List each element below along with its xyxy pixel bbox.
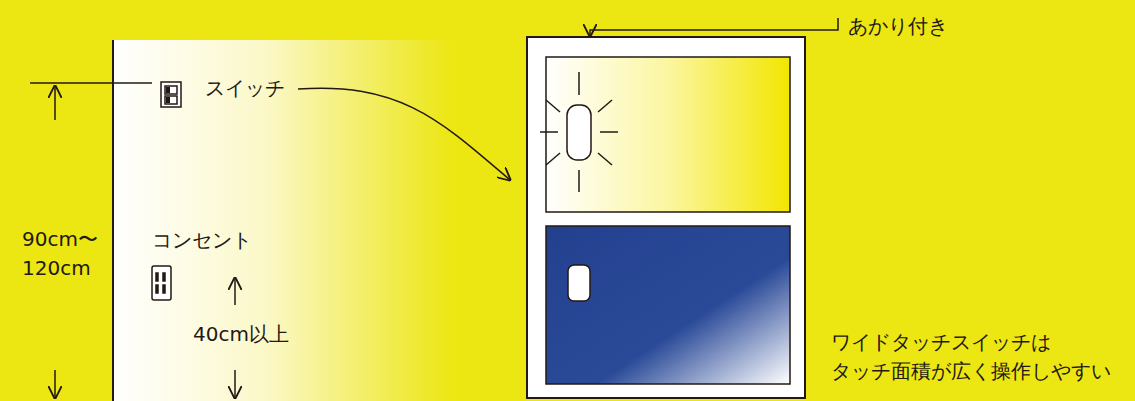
outlet-label: コンセント	[152, 226, 252, 255]
wall	[113, 40, 453, 401]
lamp-icon	[540, 72, 618, 192]
switch-label: スイッチ	[205, 74, 285, 103]
dimension-label: 40cm以上	[193, 320, 289, 349]
leader-line	[590, 18, 838, 36]
wall-edge	[112, 40, 114, 401]
switch-button	[546, 226, 790, 384]
callout-label: あかり付き	[848, 12, 948, 41]
lit-switch-button	[546, 57, 790, 212]
dimension-label: 90cm〜 120cm	[22, 225, 102, 283]
switch-icon	[161, 82, 181, 107]
note-text: ワイドタッチスイッチは タッチ面積が広く操作しやすい	[831, 328, 1131, 386]
outlet-icon	[152, 266, 171, 300]
leader-line	[298, 88, 510, 180]
switch-plate	[527, 37, 805, 398]
button-icon	[568, 265, 590, 301]
